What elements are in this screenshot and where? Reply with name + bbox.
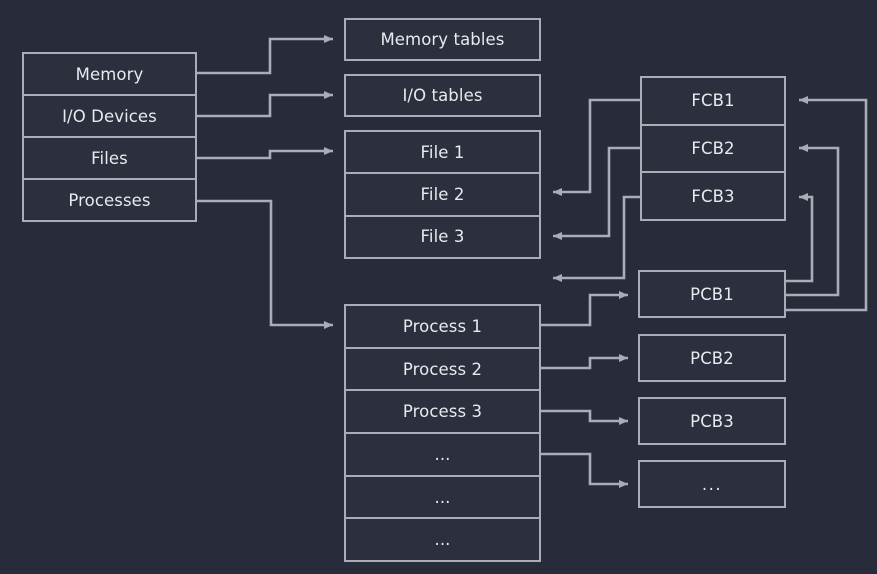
edge-process3-to-pcb3 <box>541 409 628 425</box>
process-row-2[interactable]: Process 2 <box>346 349 539 392</box>
pcb2-box[interactable]: PCB2 <box>638 334 786 382</box>
resource-row-files[interactable]: Files <box>24 138 195 180</box>
edge-files-to-file-table <box>197 147 333 160</box>
process-row-3[interactable]: Process 3 <box>346 391 539 435</box>
pcb-ellipsis-label: ... <box>701 474 723 494</box>
resource-table: Memory I/O Devices Files Processes <box>22 52 197 222</box>
fcb-row-1[interactable]: FCB1 <box>642 78 784 126</box>
file-row-3[interactable]: File 3 <box>420 227 465 247</box>
memory-tables-label: Memory tables <box>380 30 505 49</box>
edge-io-to-io-tables <box>197 91 333 118</box>
edge-process4-to-pcb-ellipsis <box>541 452 628 488</box>
edge-process2-to-pcb2 <box>541 354 628 370</box>
process-table: Process 1 Process 2 Process 3 ... ... ..… <box>344 304 541 562</box>
edge-fcb1-to-file1 <box>553 98 640 196</box>
fcb-row-2[interactable]: FCB2 <box>642 126 784 174</box>
pcb1-box[interactable]: PCB1 <box>638 270 786 318</box>
io-tables-label: I/O tables <box>402 86 483 105</box>
pcb3-box[interactable]: PCB3 <box>638 397 786 445</box>
fcb-row-3[interactable]: FCB3 <box>691 186 735 206</box>
process-row-4[interactable]: ... <box>346 434 539 477</box>
io-tables-box[interactable]: I/O tables <box>344 74 541 117</box>
resource-row-processes[interactable]: Processes <box>68 190 151 210</box>
file-table: File 1 File 2 File 3 <box>344 130 541 259</box>
edge-pcb1-to-fcb1 <box>786 96 868 312</box>
edge-pcb1-to-fcb3 <box>786 193 814 283</box>
file-row-2[interactable]: File 2 <box>346 174 539 217</box>
edge-pcb1-to-fcb2 <box>786 144 840 297</box>
process-row-6[interactable]: ... <box>434 530 451 550</box>
edge-processes-to-process-table <box>197 199 333 329</box>
edge-fcb3-to-file3 <box>553 195 640 282</box>
edge-fcb2-to-file2 <box>553 146 640 240</box>
process-row-1[interactable]: Process 1 <box>346 306 539 349</box>
memory-tables-box[interactable]: Memory tables <box>344 18 541 61</box>
resource-row-io-devices[interactable]: I/O Devices <box>24 96 195 138</box>
pcb1-label: PCB1 <box>690 284 734 304</box>
fcb-stack: FCB1 FCB2 FCB3 <box>640 76 786 221</box>
pcb3-label: PCB3 <box>690 411 734 431</box>
process-row-5[interactable]: ... <box>346 477 539 520</box>
pcb-ellipsis-box[interactable]: ... <box>638 460 786 508</box>
file-row-1[interactable]: File 1 <box>346 132 539 175</box>
edge-process1-to-pcb1 <box>541 291 628 327</box>
resource-row-memory[interactable]: Memory <box>24 54 195 96</box>
edge-memory-to-memory-tables <box>197 35 333 75</box>
pcb2-label: PCB2 <box>690 348 734 368</box>
